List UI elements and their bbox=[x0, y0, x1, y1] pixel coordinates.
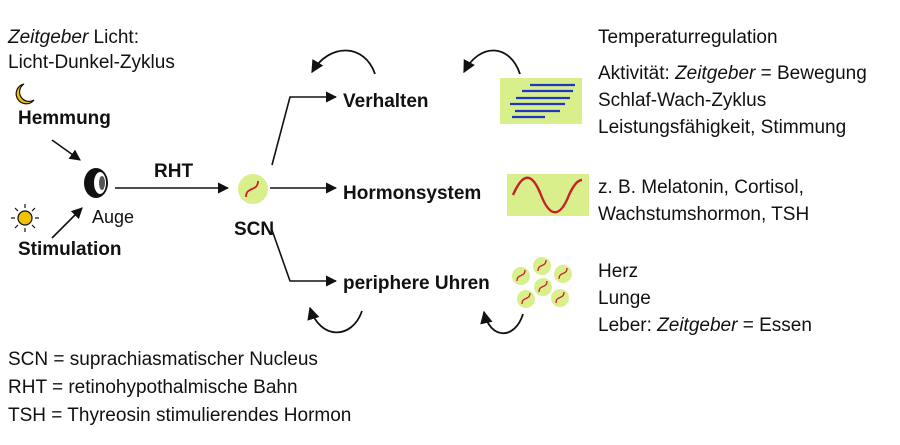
eye-label: Auge bbox=[92, 207, 135, 227]
inhibition-arrow bbox=[51, 139, 81, 161]
legend-tsh: TSH = Thyreosin stimulierendes Hormon bbox=[8, 405, 352, 426]
zeitgeber-light-suffix: Licht: bbox=[88, 27, 139, 48]
scn-label: SCN bbox=[234, 219, 275, 240]
feedback-arrow-icon bbox=[307, 306, 363, 334]
legend-rht: RHT = retinohypothalmische Bahn bbox=[8, 377, 298, 398]
behavior-label: Verhalten bbox=[343, 91, 429, 112]
inhibition-label: Hemmung bbox=[18, 108, 111, 129]
arrow-to-peripheral bbox=[271, 229, 338, 287]
liver-suffix: = Essen bbox=[737, 315, 812, 336]
performance-mood-text: Leistungsfähigkeit, Stimmung bbox=[598, 117, 847, 138]
hormone-examples-line2: Wachstumshormon, TSH bbox=[598, 204, 810, 225]
activity-text: Aktivität: Zeitgeber = Bewegung bbox=[598, 64, 867, 83]
legend-scn: SCN = suprachiasmatischer Nucleus bbox=[8, 349, 318, 370]
stimulation-label: Stimulation bbox=[18, 239, 122, 260]
peripheral-clocks-label: periphere Uhren bbox=[343, 273, 490, 294]
feedback-arrow-icon bbox=[480, 310, 524, 334]
peripheral-clocks-icon bbox=[512, 257, 572, 308]
eye-icon bbox=[84, 168, 108, 198]
activity-bars-icon bbox=[500, 78, 582, 124]
activity-zeitgeber: Zeitgeber bbox=[675, 63, 756, 84]
rht-label: RHT bbox=[154, 161, 194, 182]
zeitgeber-light-label: Zeitgeber Licht: bbox=[8, 28, 139, 47]
feedback-arrow-icon bbox=[311, 49, 376, 75]
liver-prefix: Leber: bbox=[598, 315, 658, 336]
hormone-system-label: Hormonsystem bbox=[343, 183, 482, 204]
activity-prefix: Aktivität: bbox=[598, 63, 676, 84]
activity-suffix: = Bewegung bbox=[755, 63, 867, 84]
arrow-to-behavior bbox=[271, 91, 338, 166]
liver-text: Leber: Zeitgeber = Essen bbox=[598, 316, 812, 335]
liver-zeitgeber: Zeitgeber bbox=[657, 315, 738, 336]
hormone-wave-icon bbox=[507, 174, 589, 216]
stimulation-arrow bbox=[51, 207, 83, 239]
scn-clock-icon bbox=[238, 174, 268, 204]
sleep-wake-text: Schlaf-Wach-Zyklus bbox=[598, 90, 767, 111]
temperature-regulation-text: Temperaturregulation bbox=[598, 27, 778, 48]
feedback-arrow-icon bbox=[463, 49, 521, 75]
hormone-examples-line1: z. B. Melatonin, Cortisol, bbox=[598, 177, 804, 198]
zeitgeber-term: Zeitgeber bbox=[8, 27, 89, 48]
light-dark-cycle-label: Licht-Dunkel-Zyklus bbox=[8, 52, 175, 73]
lung-text: Lunge bbox=[598, 288, 651, 309]
moon-icon bbox=[15, 83, 35, 105]
sun-icon bbox=[11, 204, 39, 232]
heart-text: Herz bbox=[598, 261, 639, 282]
